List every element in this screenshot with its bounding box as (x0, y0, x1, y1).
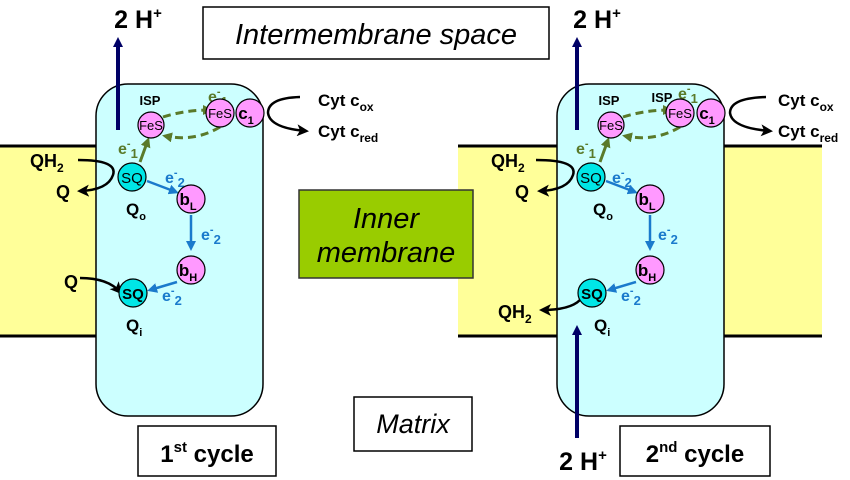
svg-text:membrane: membrane (317, 237, 456, 269)
electron-path-bh-to-sq (147, 280, 178, 293)
cyt-c-ox-label: Cyt cox (318, 91, 374, 114)
electron-path-bh-to-sq (606, 280, 637, 293)
semiquinone-qi: SQ (577, 278, 607, 308)
electron-label-e2-a: e-2 (612, 167, 632, 190)
svg-text:Inner: Inner (353, 203, 420, 235)
complex-2-body (556, 83, 725, 417)
electron-label-e2-c: e-2 (621, 285, 641, 308)
cytochrome-c1: c1 (696, 98, 726, 128)
svg-text:SQ: SQ (580, 170, 602, 187)
electron-label-e2-a: e-2 (165, 167, 185, 190)
complex-1-body (95, 83, 264, 417)
proton-label-bottom: 2 H+ (559, 447, 607, 476)
isp-label: ISP (599, 93, 620, 108)
electron-path-fes-shuttle-back (622, 125, 681, 143)
electron-path-sq-to-fes (138, 137, 151, 163)
isp-label: ISP (140, 93, 161, 108)
svg-text:FeS: FeS (668, 106, 692, 121)
heme-bl: bL (635, 184, 665, 214)
intermembrane-space-label: Intermembrane space (202, 6, 550, 60)
qo-site-label: Qo (593, 200, 613, 223)
cycle-2: 2 H+ 2 H+ ISP ISP e-1 e-1 FeS FeS c1 Cyt… (491, 5, 838, 476)
svg-text:Intermembrane space: Intermembrane space (235, 19, 517, 51)
cytochrome-c1: c1 (235, 98, 265, 128)
semiquinone-qo: SQ (576, 162, 606, 192)
qo-oxidation-arrow (77, 158, 115, 197)
inner-membrane-label: Inner membrane (298, 189, 474, 279)
electron-label-e2-c: e-2 (162, 285, 182, 308)
svg-text:FeS: FeS (599, 118, 623, 133)
isp-label-2: ISP (652, 90, 673, 105)
svg-text:bL: bL (638, 190, 655, 213)
qo-product-label: Q (515, 182, 529, 202)
qi-binding-arrow (79, 276, 122, 295)
qo-substrate-label: QH2 (491, 151, 525, 175)
proton-label-top: 2 H+ (573, 5, 621, 34)
fes-c1-site: FeS (205, 98, 235, 128)
qo-substrate-label: QH2 (30, 151, 64, 175)
qi-site-label: Qi (126, 316, 142, 339)
electron-path-sq-to-bl (605, 179, 638, 195)
qi-input-label: Q (64, 272, 78, 292)
cycle-1: 2 H+ ISP e-1 e-1 FeS FeS c1 Cyt cox Cyt … (30, 5, 378, 339)
fes-c1-site: FeS (665, 98, 695, 128)
svg-text:SQ: SQ (121, 170, 143, 187)
cyt-c-red-label: Cyt cred (778, 122, 838, 145)
qi-site-label: Qi (594, 316, 610, 339)
cycle-1-label: 1st cycle (137, 425, 277, 477)
electron-label-e1-fes: e-1 (678, 83, 698, 106)
heme-bl: bL (176, 184, 206, 214)
electron-path-fes-shuttle-back (162, 125, 221, 143)
svg-text:2nd cycle: 2nd cycle (646, 439, 744, 468)
qo-site-label: Qo (126, 200, 146, 223)
fes-isp: FeS (137, 111, 165, 139)
electron-label-e1: e-1 (118, 138, 138, 161)
cyt-c-ox-label: Cyt cox (778, 91, 834, 114)
qo-product-label: Q (56, 182, 70, 202)
cyt-c-reduction-arrow (266, 95, 309, 137)
svg-text:FeS: FeS (139, 118, 163, 133)
svg-text:c1: c1 (699, 104, 715, 127)
heme-bh: bH (176, 255, 206, 285)
svg-text:1st cycle: 1st cycle (160, 439, 253, 468)
cycle-2-label: 2nd cycle (619, 425, 771, 477)
svg-text:SQ: SQ (122, 286, 144, 303)
fes-isp: FeS (597, 111, 625, 139)
matrix-label: Matrix (353, 396, 473, 452)
electron-label-e2-b: e-2 (658, 224, 678, 247)
semiquinone-qo: SQ (117, 162, 147, 192)
svg-text:SQ: SQ (581, 286, 603, 303)
qi-release-arrow (539, 299, 581, 316)
electron-label-e2-b: e-2 (201, 224, 221, 247)
svg-text:bH: bH (179, 261, 197, 284)
svg-text:bL: bL (179, 190, 196, 213)
cyt-c-red-label: Cyt cred (318, 122, 378, 145)
semiquinone-qi: SQ (118, 278, 148, 308)
electron-path-sq-to-bl (146, 179, 179, 195)
electron-path-sq-to-fes (598, 137, 611, 163)
electron-label-e1: e-1 (576, 138, 596, 161)
heme-bh: bH (635, 255, 665, 285)
cyt-c-reduction-arrow (728, 95, 773, 137)
svg-text:bH: bH (638, 261, 656, 284)
svg-text:FeS: FeS (208, 106, 232, 121)
svg-text:c1: c1 (238, 104, 254, 127)
qi-output-label: QH2 (498, 302, 532, 326)
proton-label-top: 2 H+ (114, 5, 162, 34)
qo-oxidation-arrow (535, 158, 575, 197)
svg-text:Matrix: Matrix (376, 409, 451, 439)
